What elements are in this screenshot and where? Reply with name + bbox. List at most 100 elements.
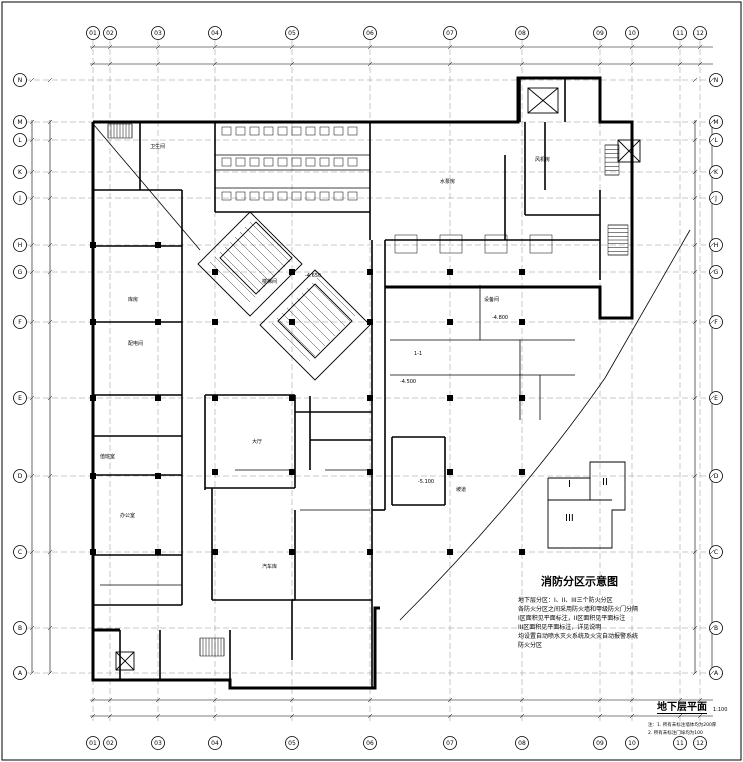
grid-bubble-circle (625, 26, 639, 40)
dim-tick (709, 549, 715, 555)
grid-bubble-circle (363, 736, 377, 750)
grid-bubble-circle (625, 736, 639, 750)
dim-tick (692, 242, 698, 248)
dim-tick (597, 61, 603, 67)
toilet-stall (263, 191, 274, 201)
dim-tick (47, 195, 53, 201)
grid-bubble-label: 12 (696, 740, 704, 747)
grid-bubble-label: B (714, 625, 718, 632)
grid-bubble-circle (515, 26, 529, 40)
grid-bubbles: 0101020203030404050506060707080809091010… (13, 26, 723, 750)
dim-tick (47, 319, 53, 325)
column-square (447, 395, 453, 401)
grid-bubble-circle (13, 391, 27, 405)
column-square (212, 549, 218, 555)
column-square (519, 319, 525, 325)
grid-bubble-circle (285, 736, 299, 750)
grid-bubble: 11 (673, 26, 687, 40)
toilet-stall (347, 157, 358, 167)
grid-bubble: 10 (625, 26, 639, 40)
stair-tread (276, 317, 316, 357)
dim-tick (447, 713, 453, 719)
dim-tick (709, 242, 715, 248)
column-square (155, 473, 161, 479)
dim-tick (29, 625, 35, 631)
dim-tick (697, 713, 703, 719)
grid-bubble-label: 09 (596, 30, 604, 37)
toilet-stall (333, 191, 344, 201)
dim-tick (47, 169, 53, 175)
grid-bubble-label: N (18, 77, 23, 84)
grid-bubble: 04 (208, 26, 222, 40)
grid-bubble-label: C (18, 549, 22, 556)
grid-bubble-label: 05 (288, 30, 296, 37)
column-square (519, 269, 525, 275)
room-label: 水泵房 (440, 179, 456, 185)
grid-bubble-circle (285, 26, 299, 40)
dimension-ticks (29, 44, 715, 719)
grid-bubble: G (709, 265, 723, 279)
dim-tick (29, 473, 35, 479)
legend-line: 防火分区 (518, 642, 543, 649)
column-square (367, 469, 373, 475)
toilet-stall (277, 191, 288, 201)
dim-tick (90, 44, 96, 50)
column-square (289, 319, 295, 325)
column-square (519, 549, 525, 555)
dim-tick (47, 119, 53, 125)
grid-bubble: 06 (363, 26, 377, 40)
dim-tick (212, 713, 218, 719)
dim-tick (677, 713, 683, 719)
column-square (212, 319, 218, 325)
grid-bubble-circle (709, 391, 723, 405)
column-square (289, 549, 295, 555)
grid-bubble: C (709, 545, 723, 559)
dim-tick (519, 697, 525, 703)
dimension-lines-top (31, 46, 713, 717)
grid-bubble-circle (709, 133, 723, 147)
grid-bubble-circle (443, 26, 457, 40)
grid-bubble-label: 09 (596, 740, 604, 747)
elevation-mark: -5.100 (418, 479, 435, 485)
dim-tick (107, 713, 113, 719)
dim-tick (47, 549, 53, 555)
room-label: 大厅 (252, 439, 263, 445)
dim-tick (155, 61, 161, 67)
room-label: 楼梯间 (262, 279, 278, 285)
stair-tread (271, 322, 311, 362)
grid-bubble-label: 01 (89, 740, 97, 747)
dim-tick (692, 137, 698, 143)
grid-bubble: K (13, 165, 27, 179)
toilet-stall (221, 157, 232, 167)
grid-bubble: K (709, 165, 723, 179)
grid-bubble: 02 (103, 736, 117, 750)
dim-tick (289, 61, 295, 67)
grid-bubble-label: H (714, 242, 719, 249)
partitions (100, 154, 575, 586)
grid-bubble-circle (709, 469, 723, 483)
dim-tick (47, 269, 53, 275)
toilet-stall (305, 191, 316, 201)
legend-lines: 地下层分区：I、II、III三个防火分区 各防火分区之间采用防火墙和甲级防火门分… (518, 596, 688, 650)
grid-bubble-circle (709, 73, 723, 87)
structural-columns (90, 242, 525, 555)
grid-bubble-label: D (18, 473, 23, 480)
stair-tread (234, 236, 276, 278)
dim-tick (692, 169, 698, 175)
stair-tread (219, 251, 261, 293)
toilet-stall (319, 157, 330, 167)
dim-tick (447, 61, 453, 67)
grid-bubble-circle (673, 736, 687, 750)
grid-bubble: G (13, 265, 27, 279)
grid-bubble-label: 04 (211, 30, 219, 37)
column-square (212, 395, 218, 401)
dim-tick (709, 119, 715, 125)
grid-bubble-label: B (18, 625, 22, 632)
grid-bubble-circle (693, 26, 707, 40)
grid-bubble: H (13, 238, 27, 252)
grid-bubble-circle (709, 545, 723, 559)
grid-bubble: F (709, 315, 723, 329)
dim-tick (107, 697, 113, 703)
grid-bubble-label: 06 (366, 740, 374, 747)
grid-bubble-label: E (18, 395, 22, 402)
